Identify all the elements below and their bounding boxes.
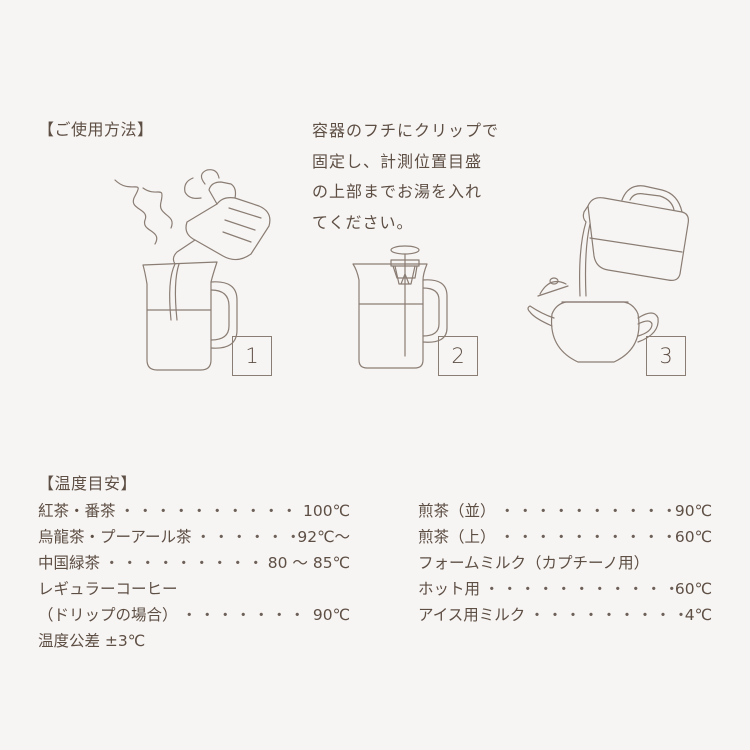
pitcher-icon <box>583 186 688 281</box>
beverage-label: アイス用ミルク <box>418 606 526 624</box>
beverage-label: ホット用 <box>418 580 481 598</box>
temperature-value: 60℃ <box>674 528 712 546</box>
teapot-lid-icon <box>538 278 568 296</box>
instruction-line: てください。 <box>312 212 414 232</box>
leader-dots: ・・・・・・・・・・・・・・・・・・・・・・・・・・・・ <box>119 502 303 520</box>
leader-dots: ・・・・・・・・・・・・・・・・・・・・・・・・・・・・ <box>529 606 684 624</box>
beverage-label: レギュラーコーヒー <box>38 580 178 598</box>
temperature-value: 60℃ <box>674 580 712 598</box>
leader-dots: ・・・・・・・・・・・・・・・・・・・・・・・・・・・・ <box>181 606 313 624</box>
temperature-value: 80 〜 85℃ <box>267 554 350 572</box>
tolerance-label: 温度公差 ±3℃ <box>38 632 146 650</box>
temperature-left-column: 紅茶・番茶 ・・・・・・・・・・・・・・・・・・・・・・・・・・・・ 100℃ … <box>38 498 350 654</box>
instruction-line: の上部までお湯を入れ <box>312 182 483 201</box>
temperature-row: 烏龍茶・プーアール茶 ・・・・・・・・・・・・・・・・・・・・・・・・・・・・ … <box>38 524 350 550</box>
temperature-row: 温度公差 ±3℃ <box>38 628 350 654</box>
leader-dots: ・・・・・・・・・・・・・・・・・・・・・・・・・・・・ <box>484 580 675 598</box>
instruction-line: 容器のフチにクリップで <box>312 121 500 140</box>
temperature-row: 煎茶（並） ・・・・・・・・・・・・・・・・・・・・・・・・・・・・ 90℃ <box>418 498 712 524</box>
leader-dots: ・・・・・・・・・・・・・・・・・・・・・・・・・・・・ <box>499 528 675 546</box>
instruction-line: 固定し、計測位置目盛 <box>312 151 483 171</box>
temperature-row: アイス用ミルク ・・・・・・・・・・・・・・・・・・・・・・・・・・・・ 4℃ <box>418 602 712 628</box>
beverage-label: フォームミルク（カプチーノ用） <box>418 554 650 572</box>
temperature-value: 92℃〜 <box>297 528 350 546</box>
temperature-row: 中国緑茶 ・・・・・・・・・・・・・・・・・・・・・・・・・・・・ 80 〜 8… <box>38 550 350 576</box>
leader-dots: ・・・・・・・・・・・・・・・・・・・・・・・・・・・・ <box>195 528 297 546</box>
usage-instruction: 容器のフチにクリップで 固定し、計測位置目盛 の上部までお湯を入れ てください。 <box>312 116 542 238</box>
temperature-row: ホット用 ・・・・・・・・・・・・・・・・・・・・・・・・・・・・ 60℃ <box>418 576 712 602</box>
step-number-box: 3 <box>646 336 686 376</box>
beverage-label: （ドリップの場合） <box>38 606 178 624</box>
steam-icon <box>115 180 157 244</box>
temperature-value: 90℃ <box>312 606 350 624</box>
beverage-label: 紅茶・番茶 <box>38 502 116 520</box>
step1-pour-illustration <box>105 160 280 380</box>
temperature-heading: 【温度目安】 <box>38 474 138 493</box>
teapot-icon <box>528 302 658 362</box>
beverage-label: 烏龍茶・プーアール茶 <box>38 528 192 546</box>
leader-dots: ・・・・・・・・・・・・・・・・・・・・・・・・・・・・ <box>499 502 675 520</box>
temperature-row: 紅茶・番茶 ・・・・・・・・・・・・・・・・・・・・・・・・・・・・ 100℃ <box>38 498 350 524</box>
beverage-label: 中国緑茶 <box>38 554 101 572</box>
beverage-label: 煎茶（上） <box>418 528 496 546</box>
temperature-row: 煎茶（上） ・・・・・・・・・・・・・・・・・・・・・・・・・・・・ 60℃ <box>418 524 712 550</box>
step3-teapot-illustration <box>522 178 697 378</box>
temperature-row: レギュラーコーヒー <box>38 576 350 602</box>
temperature-right-column: 煎茶（並） ・・・・・・・・・・・・・・・・・・・・・・・・・・・・ 90℃ 煎… <box>418 498 712 628</box>
pitcher-icon <box>143 262 237 370</box>
temperature-value: 4℃ <box>684 606 712 624</box>
leader-dots: ・・・・・・・・・・・・・・・・・・・・・・・・・・・・ <box>104 554 268 572</box>
step-number-box: 2 <box>438 336 478 376</box>
temperature-value: 100℃ <box>303 502 350 520</box>
temperature-value: 90℃ <box>674 502 712 520</box>
temperature-row: （ドリップの場合） ・・・・・・・・・・・・・・・・・・・・・・・・・・・・ 9… <box>38 602 350 628</box>
beverage-label: 煎茶（並） <box>418 502 496 520</box>
usage-heading: 【ご使用方法】 <box>38 120 154 139</box>
kettle-icon <box>173 170 269 264</box>
clip-icon <box>395 266 415 284</box>
french-press-icon <box>353 246 447 368</box>
step-number-box: 1 <box>232 336 272 376</box>
temperature-row: フォームミルク（カプチーノ用） <box>418 550 712 576</box>
step2-press-illustration <box>345 244 455 384</box>
